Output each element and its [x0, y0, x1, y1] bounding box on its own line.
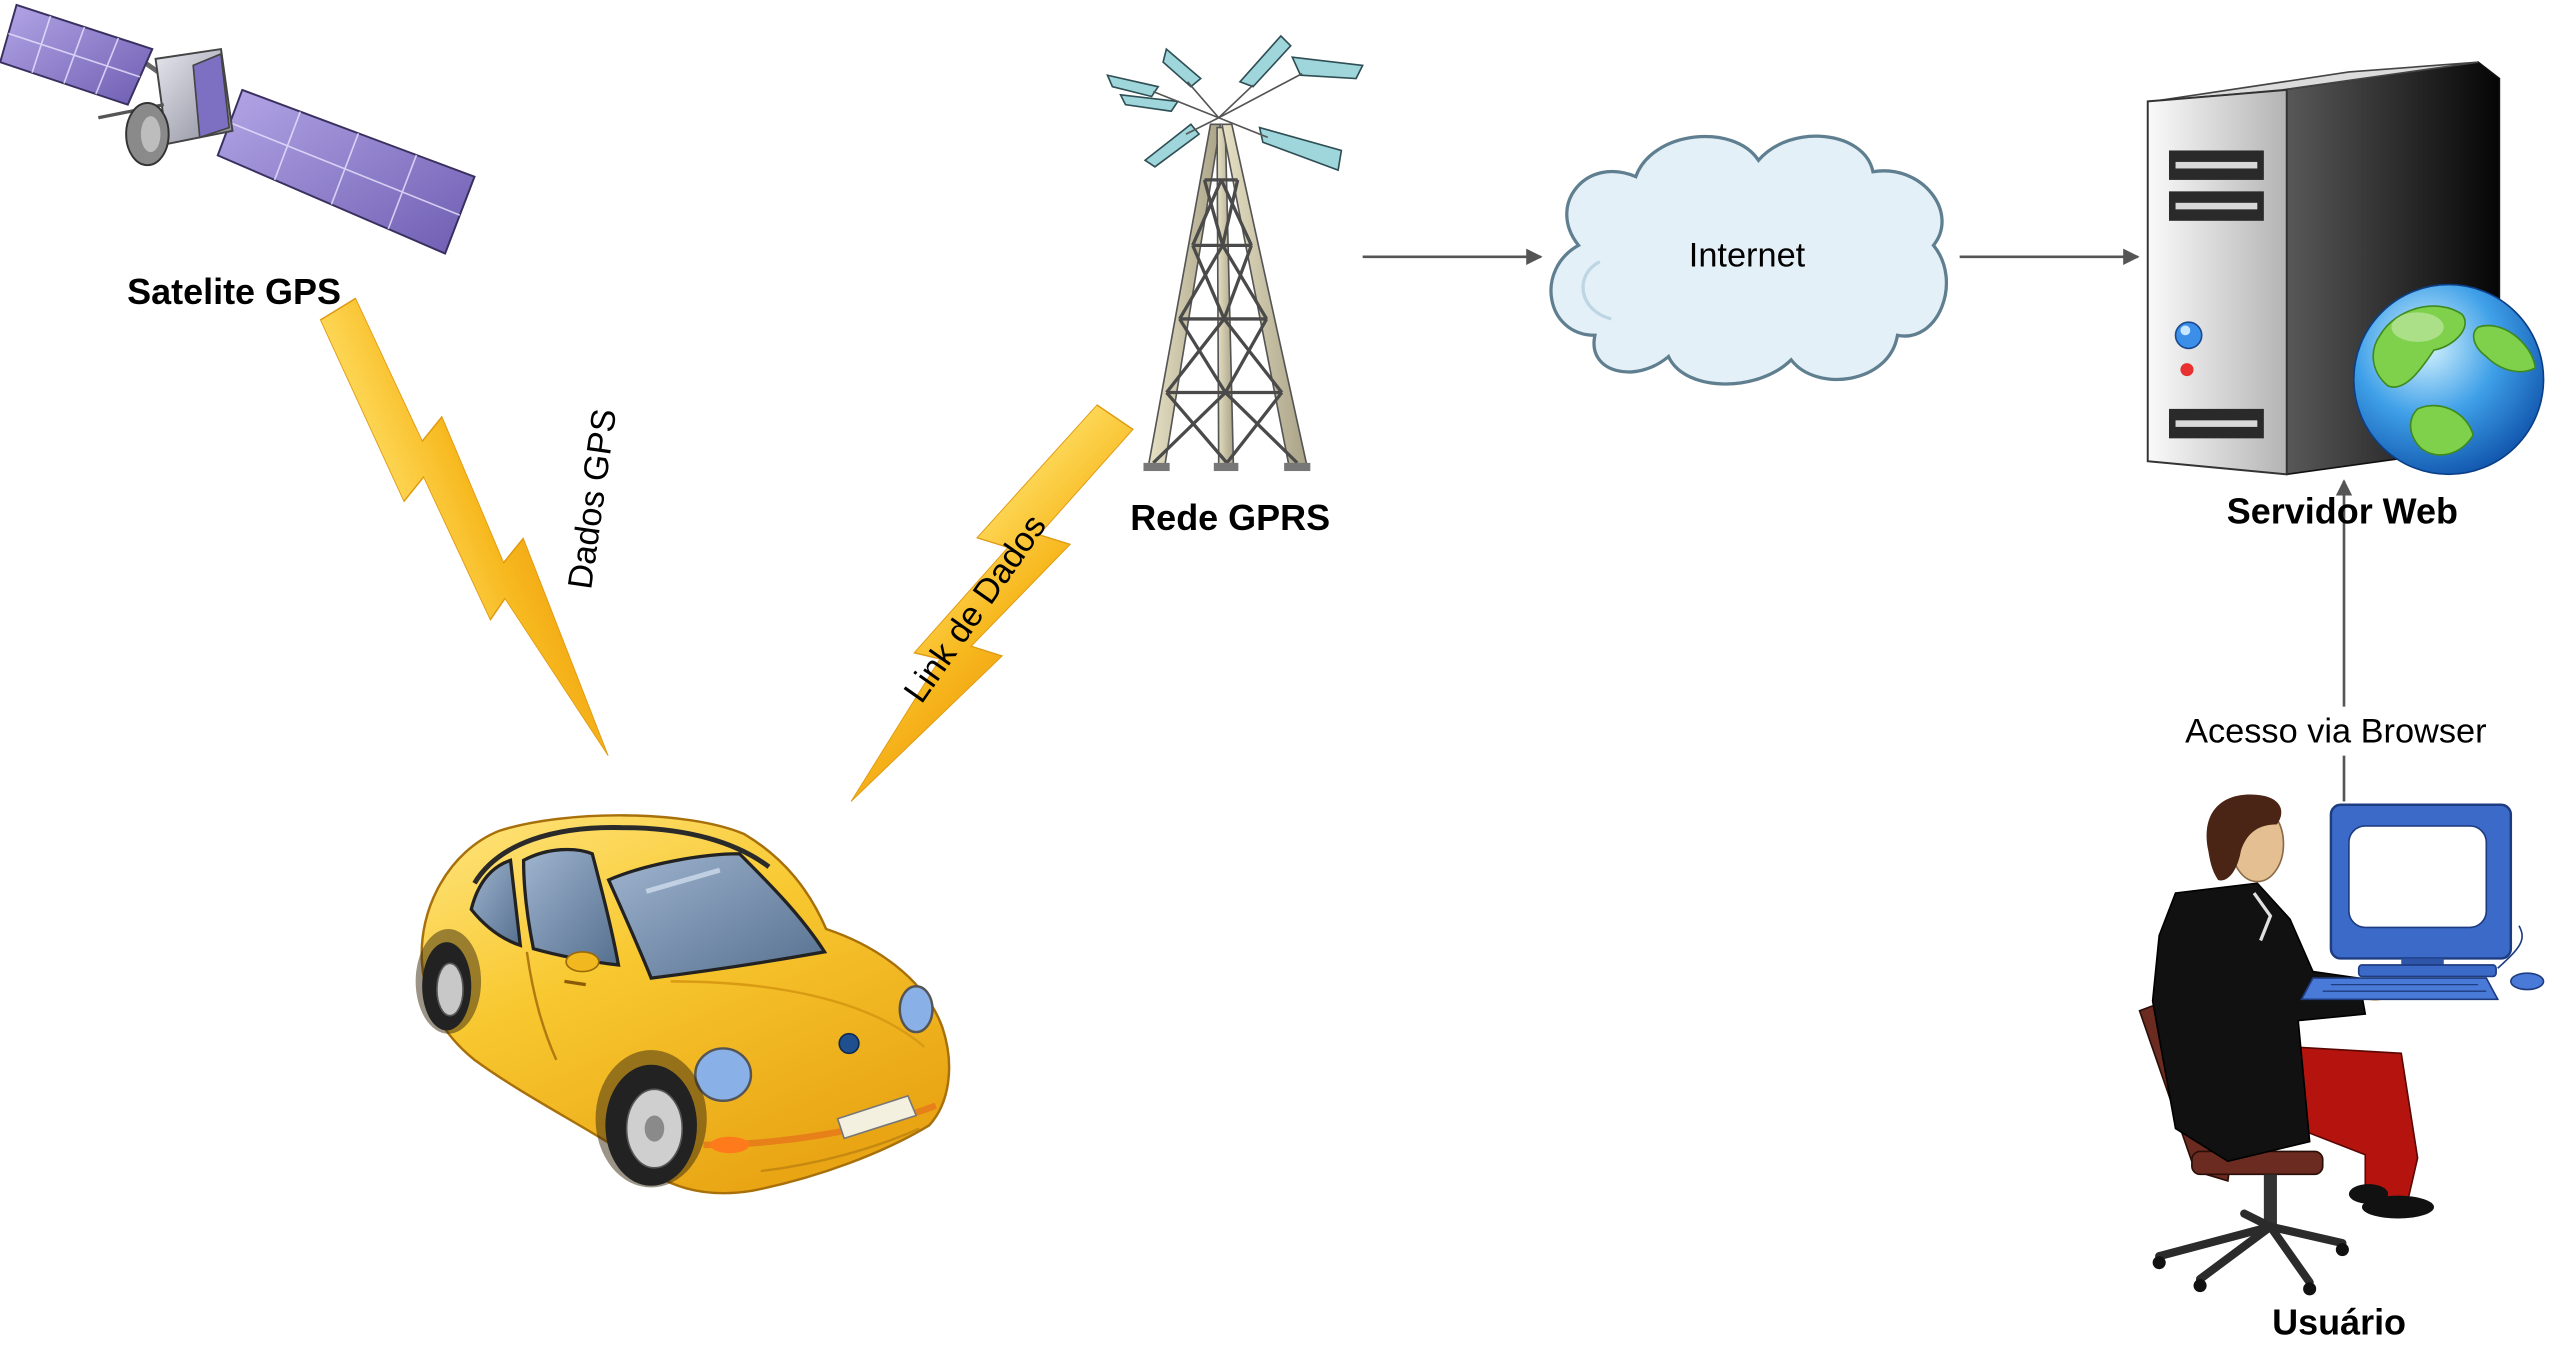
power-led	[2174, 321, 2203, 350]
user-torso	[2151, 882, 2367, 1163]
car-headlight-left	[694, 1047, 753, 1102]
solar-panel-left	[0, 3, 154, 106]
activity-led	[2180, 363, 2194, 377]
car-headlight-right	[898, 985, 934, 1034]
satellite-icon	[0, 3, 476, 255]
satellite-label: Satelite GPS	[127, 271, 341, 312]
internet-label: Internet	[1689, 237, 1806, 275]
computer-mouse	[2510, 972, 2545, 991]
car-emblem	[838, 1032, 860, 1055]
user-hair	[2206, 794, 2282, 881]
car-icon	[415, 814, 951, 1195]
user-label: Usuário	[2272, 1302, 2406, 1343]
computer-monitor	[2329, 803, 2513, 978]
web-server-label: Servidor Web	[2227, 490, 2458, 531]
server-icon	[2146, 61, 2501, 476]
car-side-window-front	[521, 847, 621, 967]
cloud-icon	[1549, 134, 1949, 386]
user-legs	[2289, 1045, 2419, 1205]
browser-access-label: Acesso via Browser	[2185, 713, 2486, 751]
solar-panel-right	[216, 88, 476, 255]
server-front	[2146, 88, 2288, 476]
gps-signal-bolt	[319, 297, 609, 756]
user-at-computer-icon	[2138, 794, 2545, 1296]
radio-tower-icon	[1106, 34, 1364, 472]
gprs-network-label: Rede GPRS	[1130, 497, 1330, 538]
keyboard	[2300, 977, 2500, 1001]
car-license-plate	[836, 1094, 918, 1140]
data-link-bolt	[850, 404, 1134, 802]
globe-icon	[2352, 283, 2545, 476]
gps-data-label: Dados GPS	[561, 407, 624, 592]
car-side-window-rear	[469, 858, 523, 948]
